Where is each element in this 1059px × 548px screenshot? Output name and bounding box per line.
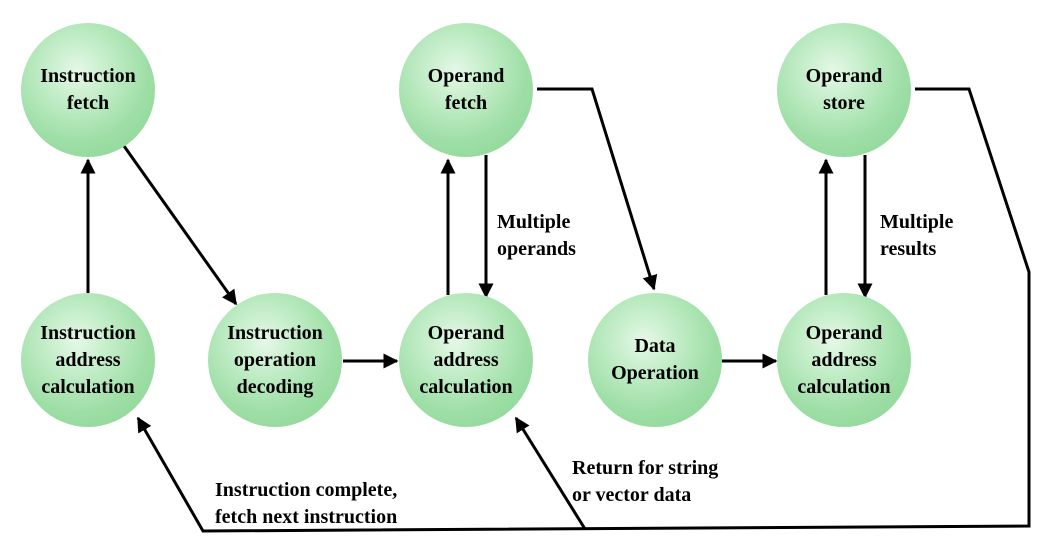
node-operand-fetch: Operand fetch	[399, 23, 533, 157]
node-label: Operand address calculation	[419, 321, 513, 398]
node-operand-address-calculation-1: Operand address calculation	[399, 293, 533, 427]
node-operand-address-calculation-2: Operand address calculation	[777, 293, 911, 427]
node-operand-store: Operand store	[777, 23, 911, 157]
annotation-multiple-results: Multiple results	[880, 211, 954, 260]
node-label: Operand address calculation	[797, 321, 891, 398]
arrow-fetch-to-decode	[122, 145, 238, 306]
node-data-operation: Data Operation	[588, 293, 722, 427]
node-label: Instruction fetch	[40, 65, 136, 114]
node-instruction-fetch: Instruction fetch	[21, 23, 155, 157]
node-label: Instruction operation decoding	[227, 321, 323, 398]
node-label: Instruction address calculation	[40, 321, 136, 398]
node-instruction-operation-decoding: Instruction operation decoding	[208, 293, 342, 427]
node-label: Data Operation	[611, 335, 699, 384]
annotation-instruction-complete: Instruction complete, fetch next instruc…	[215, 479, 398, 528]
annotation-return-string-vector: Return for string or vector data	[572, 457, 719, 506]
loop-line-operand-store-to-bottom	[136, 87, 1031, 533]
annotation-multiple-operands: Multiple operands	[497, 211, 576, 260]
arrow-operand-fetch-to-data-operation	[537, 87, 658, 291]
node-label: Operand fetch	[427, 65, 505, 114]
node-instruction-address-calculation: Instruction address calculation	[21, 293, 155, 427]
arrow-return-string-vector	[514, 416, 587, 530]
node-label: Operand store	[805, 65, 883, 114]
